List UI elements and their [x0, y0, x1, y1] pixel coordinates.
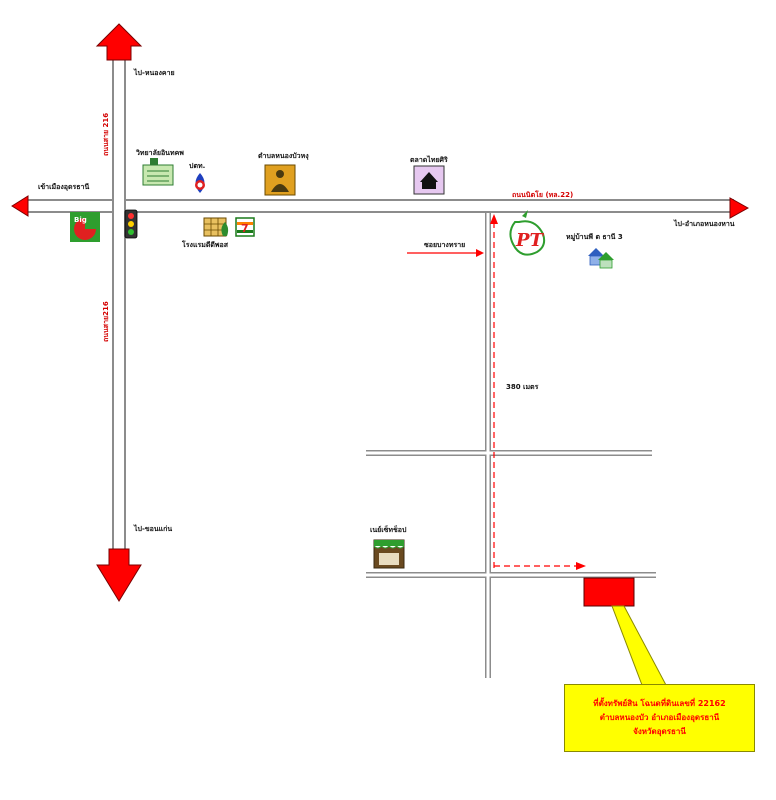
village-icon: [588, 248, 614, 269]
cross-street-2: [366, 573, 656, 577]
callout-line-1: ที่ตั้งทรัพย์สิน โฉนดที่ดินเลขที่ 22162: [593, 699, 726, 708]
route-dashed: [490, 214, 586, 570]
main-road-v: [114, 56, 124, 550]
label-shop: เนย์เซ็ทช็อป: [370, 525, 407, 534]
seven-label: 7: [241, 222, 249, 235]
arrow-south-icon: [96, 548, 142, 602]
pt-label: PT: [515, 230, 545, 251]
arrow-east-icon: [729, 197, 750, 219]
shop-icon: [373, 539, 405, 569]
traffic-light-icon: [124, 209, 138, 239]
label-to-nongkhai-east: ไป-อำเภอหนองหาน: [673, 219, 735, 228]
label-road-name: ถนนนิตโย (ทล.22): [512, 190, 573, 199]
map-labels: ไป-หนองคาย ถนนสาย 216 วิทยาลัยอินทคพ ปตท…: [38, 68, 735, 534]
bigc-logo-icon: Big: [70, 212, 100, 242]
label-highway-216-north: ถนนสาย 216: [102, 113, 110, 156]
label-into-city: เข้าเมืองอุดรธานี: [38, 182, 89, 191]
target-property-icon: [583, 577, 635, 607]
callout-pointer: [611, 605, 667, 686]
label-soi: ซอยบางทราย: [424, 241, 465, 249]
direction-arrows: [11, 23, 750, 602]
market-icon: [413, 165, 445, 195]
property-callout: ที่ตั้งทรัพย์สิน โฉนดที่ดินเลขที่ 22162 …: [564, 684, 755, 752]
cross-street-1: [366, 451, 652, 455]
pt-gas-station-icon: PT: [509, 210, 546, 256]
label-school: วิทยาลัยอินทคพ: [135, 149, 184, 157]
callout-line-2: ตำบลหนองบัว อำเภอเมืองอุดรธานี: [599, 713, 720, 722]
ptt-fuel-icon: [195, 173, 205, 193]
label-highway-216-south: ถนนสาย216: [102, 301, 110, 342]
label-market: ตลาดไทยศิริ: [410, 155, 448, 164]
bigc-label: Big: [74, 216, 87, 224]
soi-pointer: [407, 249, 484, 257]
label-district-office: ตำบลหนองบัวหงุ: [258, 152, 309, 160]
school-icon: [142, 158, 174, 186]
label-to-khonkaen: ไป-ขอนแก่น: [133, 524, 172, 533]
roads: [22, 56, 734, 678]
label-village: หมู่บ้านพี ต ธานี 3: [566, 232, 623, 242]
label-to-nongkhai: ไป-หนองคาย: [133, 68, 175, 77]
district-office-icon: [264, 164, 296, 196]
label-distance: 380 เมตร: [506, 383, 539, 391]
label-ptt: ปตท.: [189, 162, 205, 170]
label-hotel: โรงแรมดีดีพอส: [181, 240, 229, 249]
hotel-icon: [203, 217, 229, 237]
arrow-west-icon: [11, 195, 29, 217]
seven-eleven-icon: 7: [235, 217, 255, 237]
main-road-h: [22, 201, 734, 211]
callout-line-3: จังหวัดอุดรธานี: [633, 727, 686, 736]
arrow-north-icon: [95, 23, 143, 61]
soi-road: [486, 213, 490, 678]
